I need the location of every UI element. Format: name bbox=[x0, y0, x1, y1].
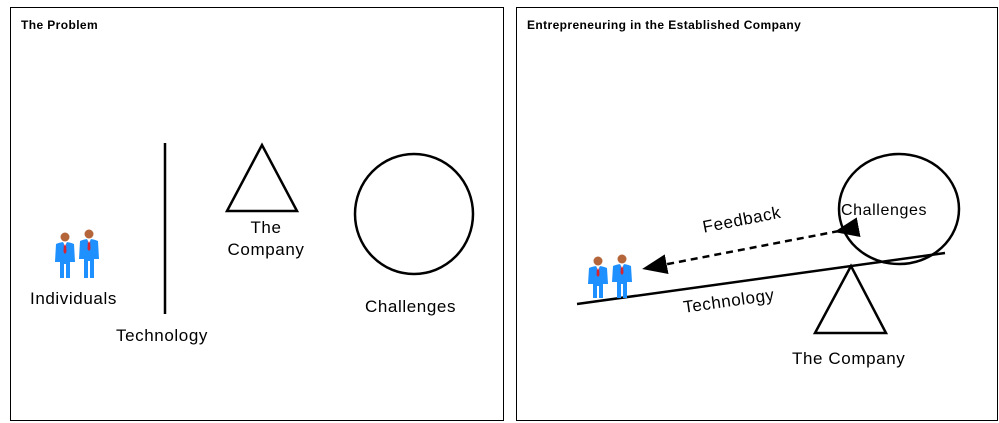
challenges-circle bbox=[353, 152, 475, 276]
people-icon bbox=[55, 229, 99, 278]
individuals-label: Individuals bbox=[30, 289, 117, 308]
feedback-arrow bbox=[642, 217, 861, 275]
panel-the-problem: The Problem Individuals Technology The bbox=[10, 7, 504, 421]
entrepreneuring-diagram bbox=[576, 152, 961, 335]
company-label: The Company bbox=[792, 349, 906, 368]
problem-diagram bbox=[55, 142, 475, 314]
company-label-line1: The bbox=[250, 218, 282, 237]
technology-label: Technology bbox=[116, 326, 209, 345]
challenges-label: Challenges bbox=[841, 202, 928, 219]
challenges-label: Challenges bbox=[365, 297, 457, 316]
panel-entrepreneuring: Entrepreneuring in the Established Compa… bbox=[516, 7, 998, 421]
company-triangle bbox=[224, 142, 300, 213]
panel-title: The Problem bbox=[21, 18, 99, 32]
challenges-circle bbox=[837, 152, 961, 266]
panel-title: Entrepreneuring in the Established Compa… bbox=[527, 18, 802, 32]
people-icon bbox=[588, 254, 632, 298]
company-label-line2: Company bbox=[227, 240, 305, 259]
company-triangle bbox=[812, 263, 889, 335]
